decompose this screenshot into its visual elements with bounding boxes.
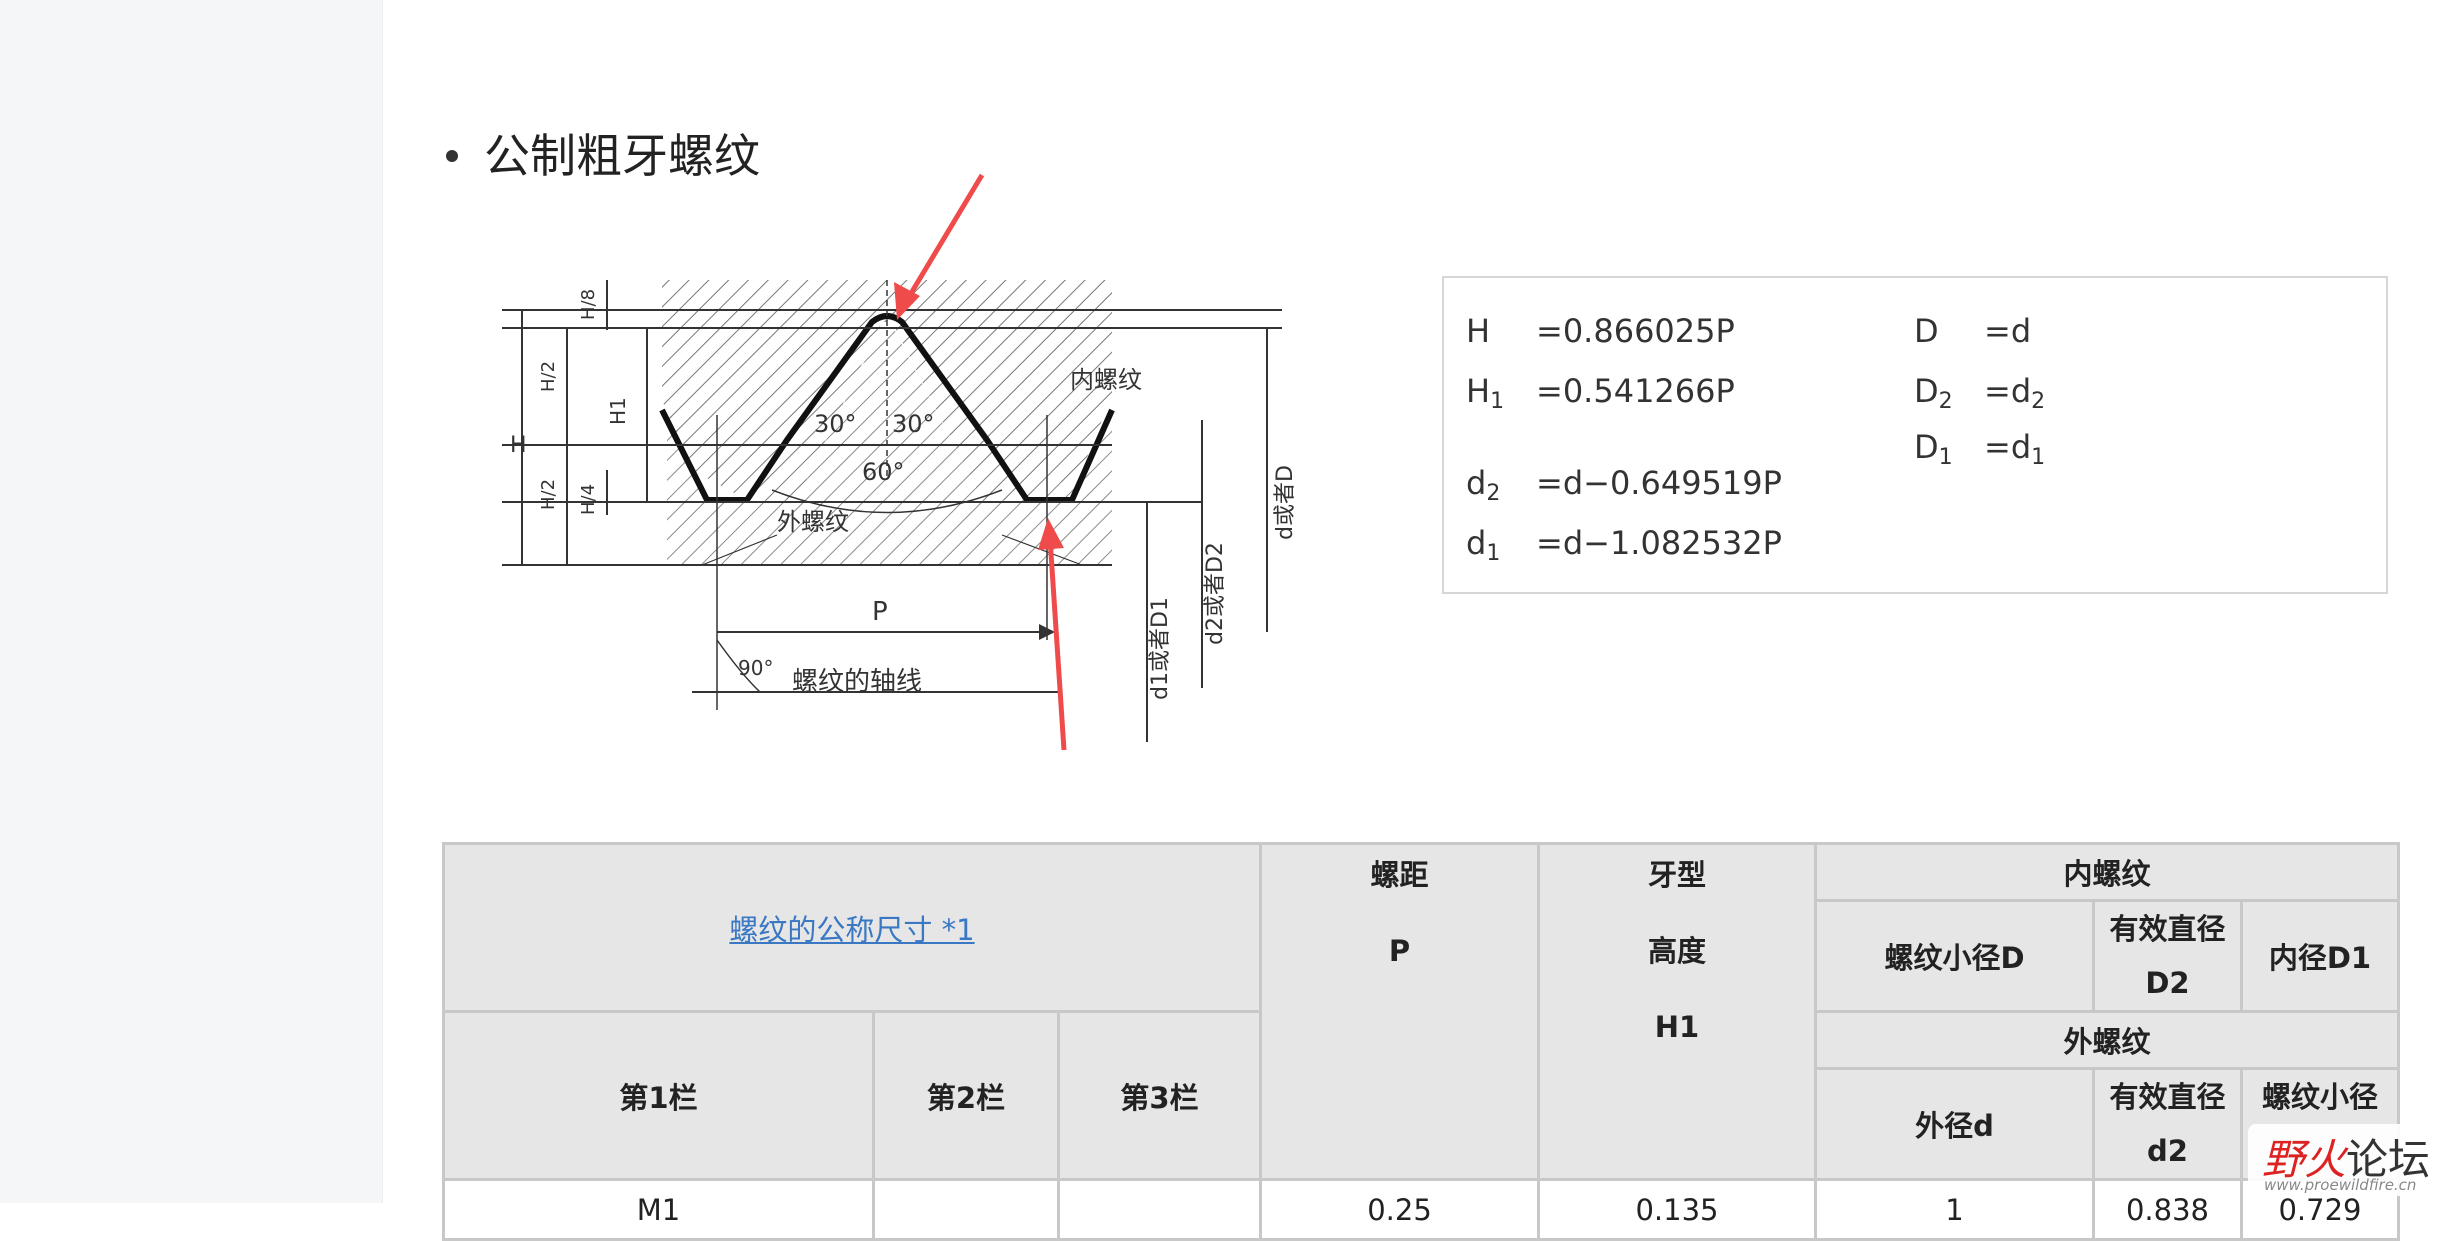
outer-d-header: 外径d [1814, 1067, 2095, 1181]
table-row: M1 0.25 0.135 1 0.838 0.729 [442, 1178, 2400, 1241]
row1-col2 [872, 1178, 1060, 1241]
dim-d-D-label: d或者D [1273, 465, 1298, 540]
external-thread-header: 外螺纹 [1814, 1010, 2400, 1070]
pitch-label: P [872, 597, 888, 627]
pitch-header: 螺距 P [1259, 842, 1540, 1181]
article-content: 公制粗牙螺纹 [382, 0, 2448, 1241]
profile-height-header: 牙型 高度 H1 [1537, 842, 1817, 1181]
col2-header: 第2栏 [872, 1010, 1060, 1181]
formula-box: H=0.866025P H1=0.541266P d2=d−0.649519P … [1442, 276, 2388, 594]
row1-col3 [1057, 1178, 1262, 1241]
formula-H: H=0.866025P [1466, 312, 1735, 350]
angle-90-label: 90° [738, 656, 773, 680]
formula-D1: D1=d1 [1914, 428, 2046, 470]
thread-profile-diagram: 内螺纹 外螺纹 30° 30° 60° 90° P 螺纹的轴线 H H1 H/2… [442, 170, 1312, 770]
col1-header: 第1栏 [442, 1010, 875, 1181]
thread-diagram-svg: 内螺纹 外螺纹 30° 30° 60° 90° P 螺纹的轴线 H H1 H/2… [502, 173, 1298, 751]
left-sidebar [0, 0, 383, 1203]
dim-H8-label: H/8 [578, 289, 599, 320]
forum-watermark-logo: 野火论坛 www.proewildfire.cn [2248, 1124, 2438, 1196]
formula-d2: d2=d−0.649519P [1466, 464, 1782, 506]
section-heading: 公制粗牙螺纹 [446, 124, 760, 188]
row1-h1: 0.135 [1537, 1178, 1817, 1241]
row1-d2: 0.838 [2092, 1178, 2243, 1241]
row1-col1: M1 [442, 1178, 875, 1241]
angle-60-label: 60° [862, 458, 905, 486]
dim-H-label: H [510, 433, 527, 458]
dim-H1-label: H1 [606, 397, 630, 425]
formula-D: D=d [1914, 312, 2032, 350]
annotation-arrowhead-bottom-icon [1038, 518, 1064, 550]
annotation-arrow-top [901, 173, 985, 307]
row1-pitch: 0.25 [1259, 1178, 1540, 1241]
formula-H1: H1=0.541266P [1466, 372, 1735, 414]
annotation-arrowhead-top-icon [894, 282, 920, 320]
thread-axis-label: 螺纹的轴线 [792, 667, 922, 697]
formula-D2: D2=d2 [1914, 372, 2046, 414]
col3-header: 第3栏 [1057, 1010, 1262, 1181]
minor-D-header: 螺纹小径D [1814, 899, 2095, 1013]
angle-30-left: 30° [814, 410, 857, 438]
row1-d: 1 [1814, 1178, 2095, 1241]
internal-thread-header: 内螺纹 [1814, 842, 2400, 902]
outer-thread-label: 外螺纹 [777, 508, 849, 536]
dim-H2-bottom-label: H/2 [538, 479, 559, 510]
bullet-dot-icon [446, 150, 458, 162]
inner-D1-header: 内径D1 [2240, 899, 2400, 1013]
nominal-size-header: 螺纹的公称尺寸 *1 [442, 842, 1262, 1013]
annotation-arrow-bottom [1047, 537, 1067, 751]
dim-d1-D1-label: d1或者D1 [1148, 597, 1173, 700]
inner-thread-label: 内螺纹 [1070, 366, 1142, 394]
dim-d2-D2-label: d2或者D2 [1203, 542, 1228, 645]
section-heading-text: 公制粗牙螺纹 [484, 129, 760, 183]
nominal-size-link[interactable]: 螺纹的公称尺寸 *1 [729, 912, 975, 947]
dim-H4-label: H/4 [578, 484, 599, 515]
dim-H2-top-label: H/2 [538, 361, 559, 392]
angle-30-right: 30° [892, 410, 935, 438]
formula-d1: d1=d−1.082532P [1466, 524, 1782, 566]
